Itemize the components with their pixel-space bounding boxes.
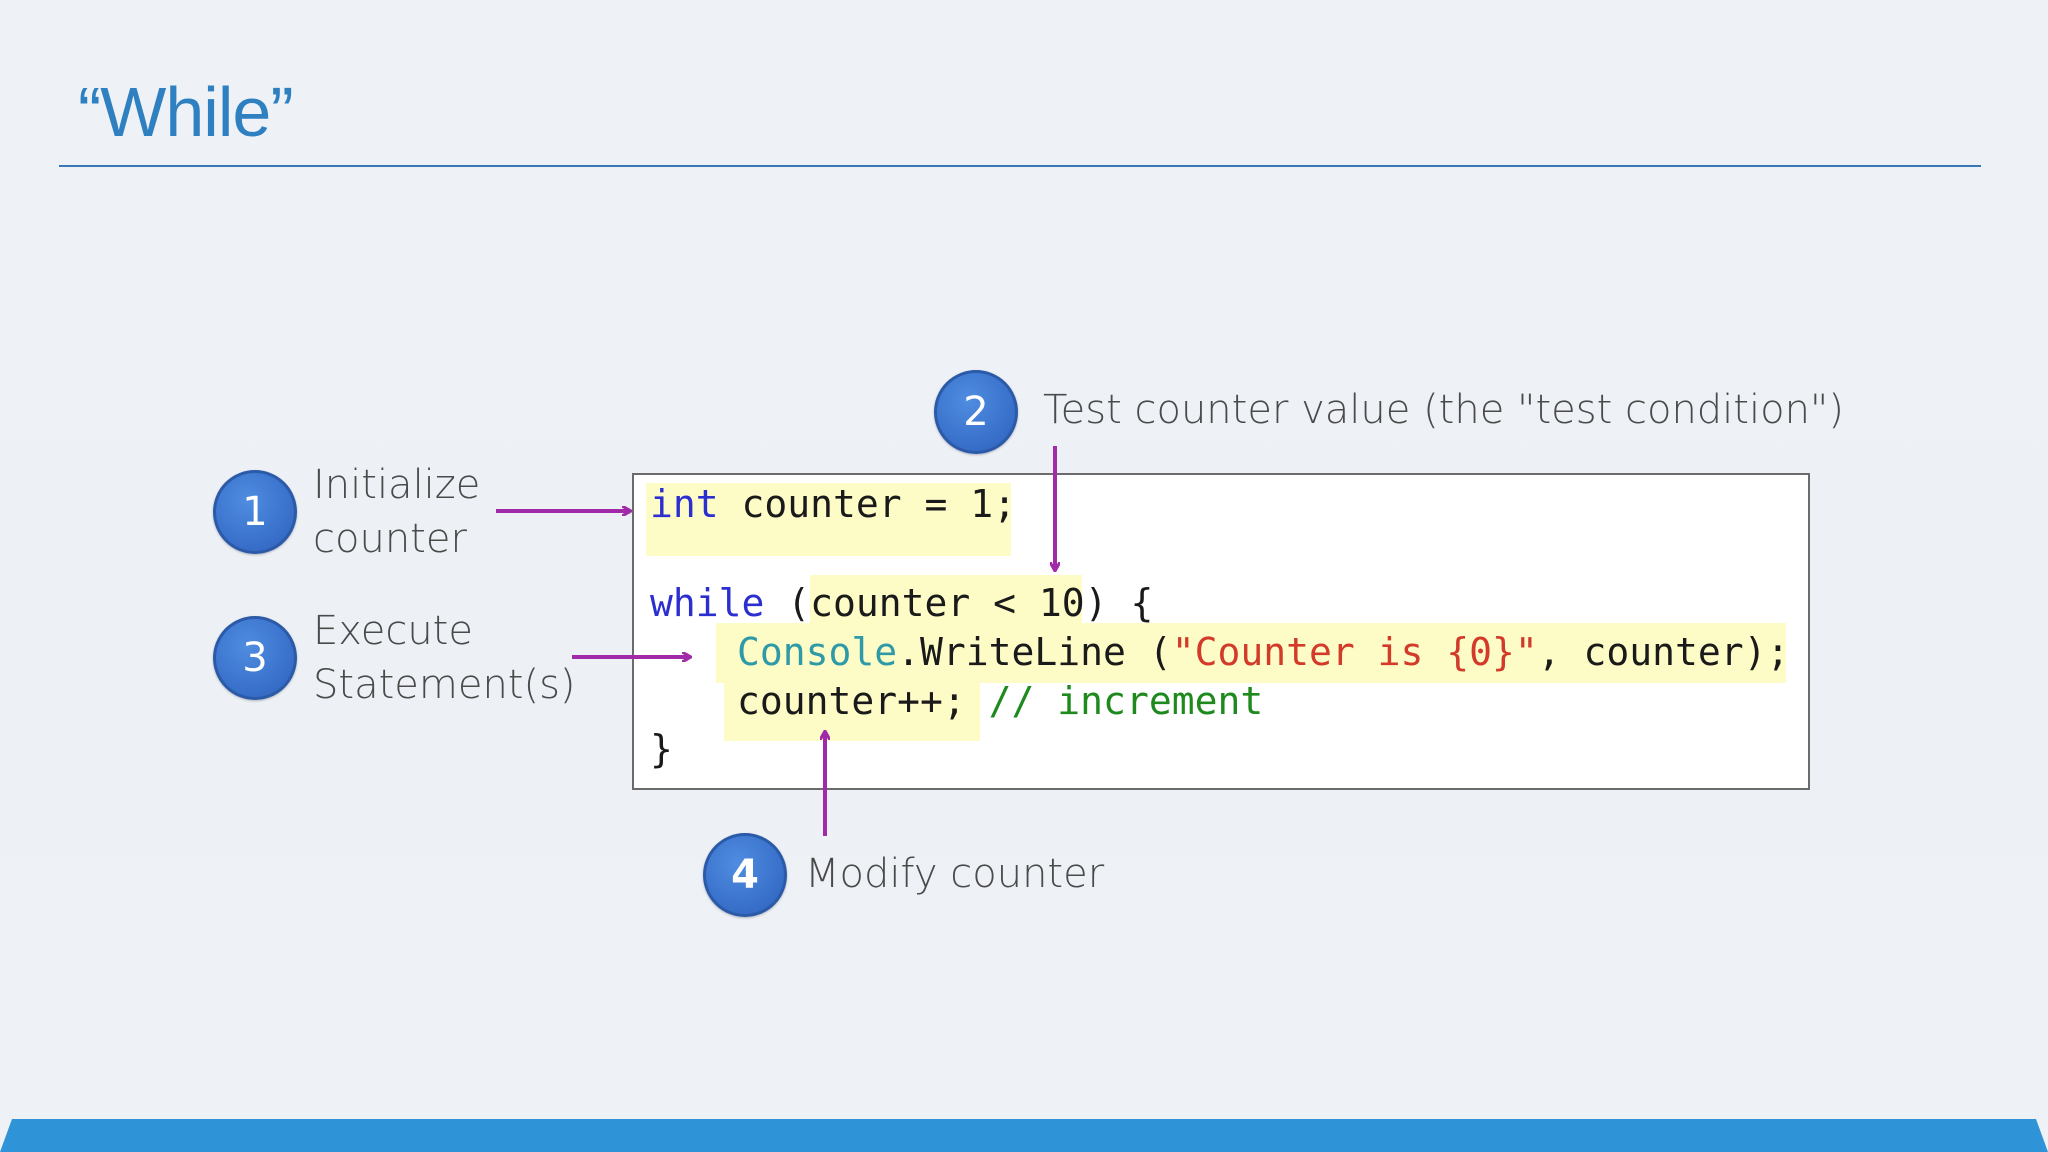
keyword-while: while xyxy=(650,581,765,625)
step-4-badge: 4 xyxy=(703,833,787,917)
step-3-label-line1: Execute xyxy=(313,608,473,654)
code-comment: // increment xyxy=(988,679,1264,723)
closing-brace: } xyxy=(650,727,673,771)
keyword-int: int xyxy=(650,482,719,526)
code-line-3-mid: .WriteLine ( xyxy=(897,630,1172,674)
footer-bar xyxy=(0,1119,2048,1152)
code-line-1-rest: counter = 1; xyxy=(718,482,1017,526)
step-1-label-line1: Initialize xyxy=(313,462,481,508)
string-literal: "Counter is {0}" xyxy=(1171,630,1538,674)
code-line-2: while (counter < 10) { xyxy=(650,579,1153,627)
title-divider xyxy=(59,165,1981,167)
highlight-init xyxy=(646,483,1011,556)
slide-title: “While” xyxy=(78,73,294,151)
step-3-badge: 3 xyxy=(213,616,297,700)
class-console: Console xyxy=(737,630,898,674)
code-line-4: counter++; // increment xyxy=(737,677,1263,725)
step-1-badge: 1 xyxy=(213,470,297,554)
code-line-1: int counter = 1; xyxy=(650,480,1016,528)
code-line-4-text: counter++; xyxy=(737,679,989,723)
code-line-3-end: , counter); xyxy=(1537,630,1790,674)
step-1-label-line2: counter xyxy=(313,516,467,562)
highlight-modify xyxy=(724,671,980,741)
step-2-badge: 2 xyxy=(934,370,1018,454)
code-line-2-rest: (counter < 10) { xyxy=(764,581,1154,625)
step-2-label: Test counter value (the "test condition"… xyxy=(1043,387,1844,433)
code-line-3: Console.WriteLine ("Counter is {0}", cou… xyxy=(737,628,1789,676)
step-3-label-line2: Statement(s) xyxy=(313,662,576,708)
code-line-5: } xyxy=(650,725,673,773)
step-4-label: Modify counter xyxy=(805,851,1105,897)
